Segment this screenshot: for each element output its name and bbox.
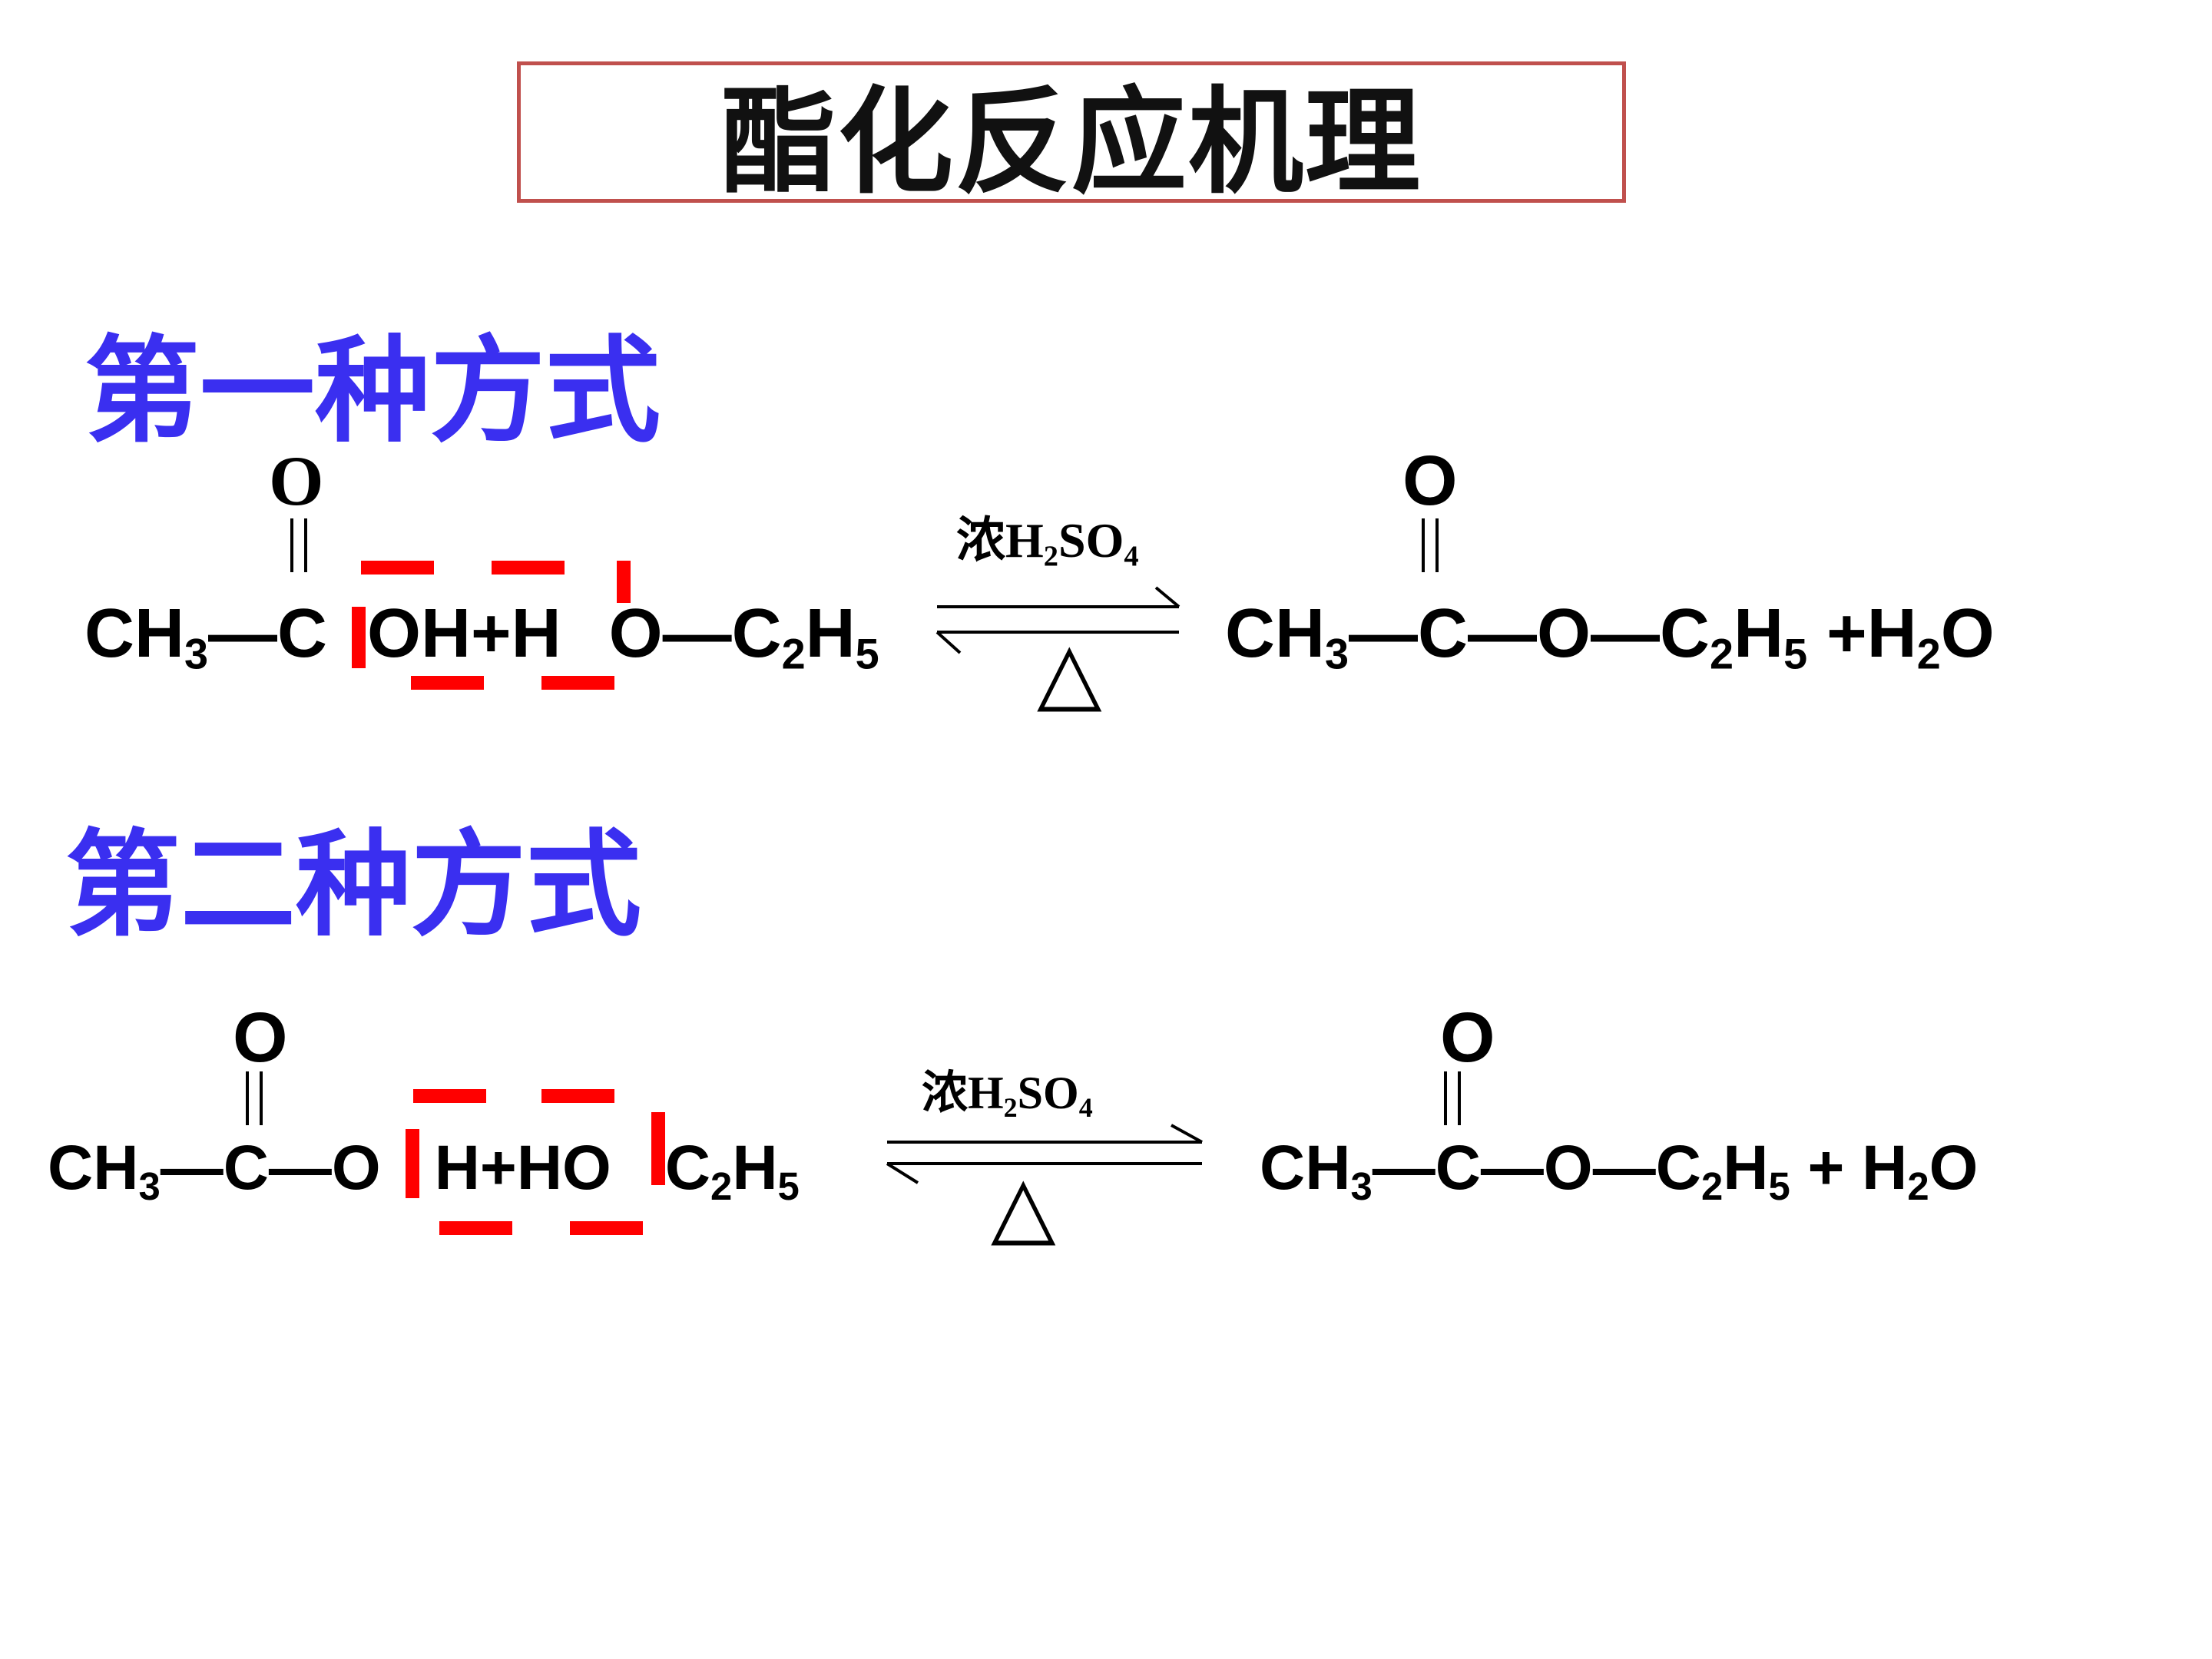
method2-product-formula: CH3—C—O—C2H5 + H2O bbox=[1260, 1133, 1979, 1209]
page-title: 酯化反应机理 bbox=[517, 61, 1626, 210]
ch3-group: CH3 bbox=[84, 595, 209, 678]
method2-catalyst-label: 浓H2SO4 bbox=[922, 1068, 1093, 1123]
method2-equilibrium-arrows bbox=[886, 1124, 1203, 1184]
method1-product-formula: CH3—C—O—C2H5 +H2O bbox=[1225, 595, 1995, 678]
method1-reactant-double-bond bbox=[290, 518, 307, 572]
method1-catalyst-label: 浓H2SO4 bbox=[956, 513, 1139, 573]
hydroxyl-plus-hydrogen: OH+H bbox=[367, 595, 561, 672]
ethoxy-chain: O—C2H5 bbox=[608, 595, 879, 678]
carbon-bond: —C bbox=[208, 595, 328, 672]
method1-product-double-bond bbox=[1422, 518, 1439, 572]
method1-equilibrium-arrows bbox=[935, 586, 1181, 654]
method2-heading: 第二种方式 bbox=[65, 819, 642, 952]
method2-reactant-double-bond bbox=[246, 1071, 263, 1125]
method1-product-carbonyl-oxygen: O bbox=[1402, 442, 1458, 520]
method2-product-carbonyl-oxygen: O bbox=[1440, 998, 1495, 1077]
method2-heat-symbol: △ bbox=[991, 1157, 1056, 1255]
method2-product-double-bond bbox=[1444, 1071, 1461, 1125]
method1-reactant-carbonyl-oxygen: O bbox=[269, 442, 324, 520]
method2-reactant-carbonyl-oxygen: O bbox=[233, 998, 288, 1077]
method1-heading: 第一种方式 bbox=[84, 325, 661, 459]
method1-heat-symbol: △ bbox=[1037, 623, 1102, 721]
